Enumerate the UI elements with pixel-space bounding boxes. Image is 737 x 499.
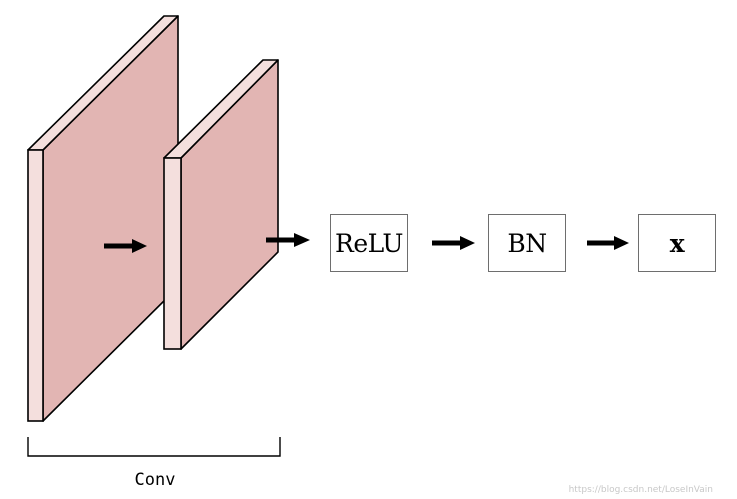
arrow-conv-to-relu	[266, 233, 310, 247]
bn-block-label: BN	[507, 228, 547, 258]
conv-label: Conv	[134, 470, 176, 490]
x-block: x	[638, 214, 716, 272]
conv-bracket	[27, 437, 281, 457]
conv-plate-small	[163, 59, 279, 350]
bn-block: BN	[488, 214, 566, 272]
conv-plate-small-edge	[163, 157, 182, 350]
arrow-conv-internal	[104, 239, 147, 253]
arrow-bn-to-x	[587, 236, 629, 250]
x-block-label: x	[669, 228, 685, 258]
conv-plate-large	[27, 15, 179, 422]
relu-block-label: ReLU	[335, 228, 403, 258]
arrow-relu-to-bn	[432, 236, 475, 250]
watermark: https://blog.csdn.net/LoseInVain	[568, 485, 713, 495]
relu-block: ReLU	[330, 214, 408, 272]
conv-plate-large-edge	[27, 149, 44, 422]
